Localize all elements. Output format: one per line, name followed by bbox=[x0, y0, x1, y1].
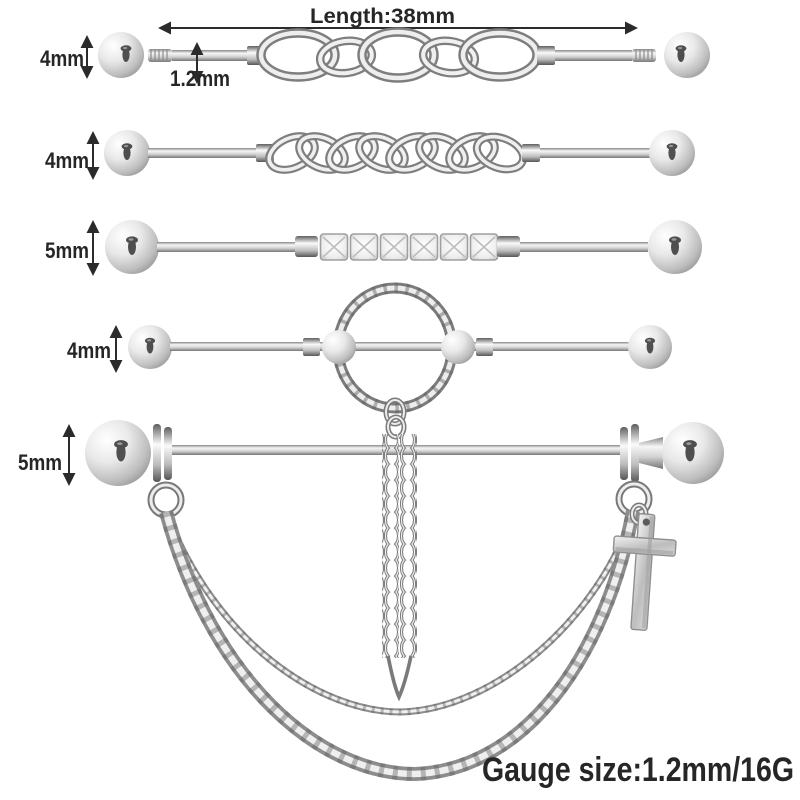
thin-draped-chain bbox=[162, 508, 638, 716]
cross-pendant bbox=[612, 513, 677, 631]
right-collar bbox=[476, 338, 493, 356]
left-disc-1 bbox=[153, 424, 161, 482]
center-post bbox=[320, 342, 476, 351]
barbell-twisted-circle: 4mm bbox=[67, 282, 672, 702]
left-post bbox=[148, 148, 258, 158]
barbell-crystal: 5mm bbox=[45, 220, 702, 276]
right-post bbox=[540, 148, 650, 158]
right-ball bbox=[664, 32, 710, 78]
left-ball bbox=[98, 32, 144, 78]
chain-tail bbox=[386, 655, 413, 702]
thick-draped-chain bbox=[159, 509, 640, 782]
ball-size-label-4: 4mm bbox=[67, 338, 111, 363]
ball-size-label-5: 5mm bbox=[18, 450, 62, 475]
vertical-double-chain bbox=[382, 434, 417, 702]
gauge-footer-label: Gauge size:1.2mm/16G bbox=[482, 751, 794, 789]
left-post bbox=[172, 50, 248, 61]
cable-chain bbox=[256, 27, 542, 83]
right-hub bbox=[639, 437, 663, 469]
ball-size-label-2: 4mm bbox=[45, 148, 89, 173]
right-disc-2 bbox=[631, 424, 639, 482]
left-bead bbox=[322, 330, 356, 364]
barbell-chain-link: 4mm 1.2mm bbox=[40, 27, 710, 91]
right-bead bbox=[441, 330, 475, 364]
right-disc-1 bbox=[620, 427, 628, 480]
length-dimension: Length:38mm bbox=[158, 5, 638, 35]
left-collar bbox=[295, 236, 318, 257]
left-disc-2 bbox=[164, 427, 172, 480]
barbell-cross-dangle-hardware: 5mm bbox=[18, 420, 724, 519]
right-post bbox=[493, 342, 629, 351]
left-post bbox=[157, 242, 297, 252]
barbell-cross-dangle-chains bbox=[159, 502, 677, 782]
ball-size-label-1: 4mm bbox=[40, 46, 84, 71]
pin-gauge-label: 1.2mm bbox=[170, 66, 230, 91]
right-post bbox=[555, 50, 632, 61]
right-collar bbox=[537, 46, 555, 65]
barbell-curb-chain: 4mm bbox=[45, 130, 695, 180]
right-collar bbox=[497, 236, 520, 257]
curb-chain bbox=[265, 132, 528, 174]
right-collar bbox=[522, 144, 540, 162]
left-post bbox=[170, 342, 304, 351]
crystal-row bbox=[319, 233, 499, 261]
length-label: Length:38mm bbox=[310, 5, 455, 28]
left-thread bbox=[148, 49, 172, 62]
left-collar bbox=[303, 338, 320, 356]
cross-hole bbox=[642, 518, 650, 526]
ball-size-label-3: 5mm bbox=[45, 238, 89, 263]
right-post bbox=[520, 242, 648, 252]
